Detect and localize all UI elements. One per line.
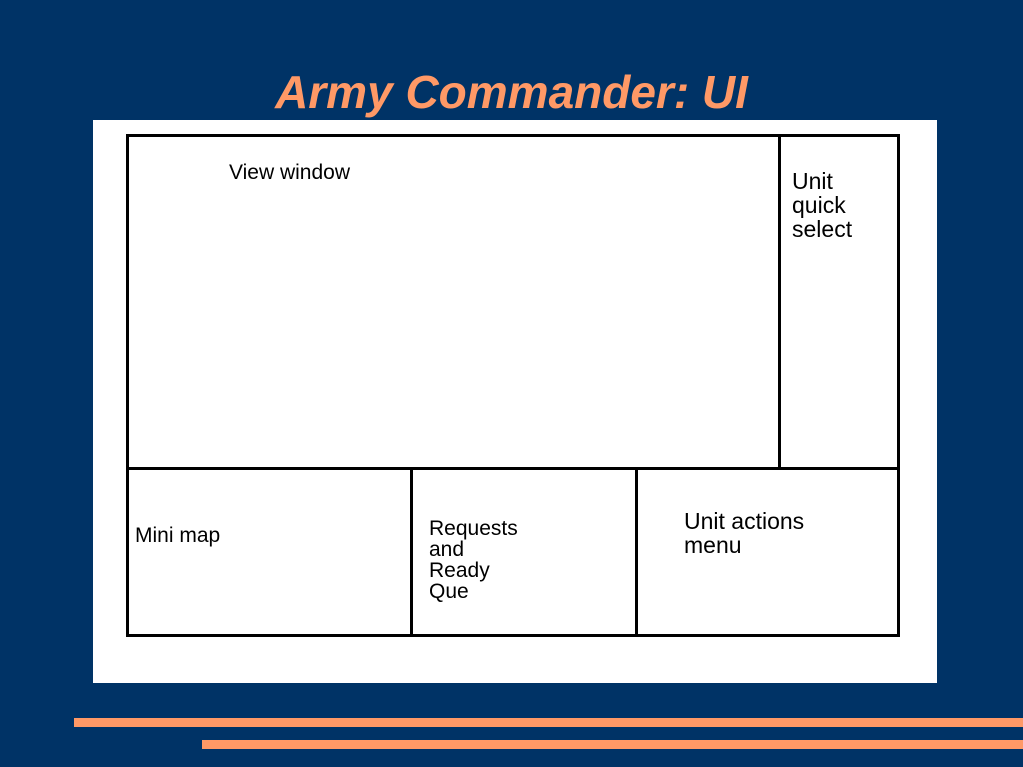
ui-layout-frame: View window Unit quick select Mini map R… (126, 134, 900, 637)
requests-divider (635, 470, 638, 634)
view-window-label: View window (229, 161, 351, 184)
slide-title: Army Commander: UI (275, 66, 748, 118)
unit-quick-select-label: Unit quick select (792, 169, 852, 241)
unit-actions-menu-line: Unit actions (684, 508, 805, 534)
unit-quick-select-line: Unit (792, 168, 833, 194)
horizontal-divider (129, 467, 897, 470)
requests-ready-que-line: and (429, 538, 465, 561)
requests-ready-que-label: Requests and Ready Que (429, 518, 518, 602)
mini-map-divider (410, 470, 413, 634)
requests-ready-que-line: Ready (429, 559, 490, 582)
quick-select-divider (778, 137, 781, 467)
accent-stripe-top (74, 718, 1023, 727)
requests-ready-que-line: Requests (429, 517, 518, 540)
unit-actions-menu-line: menu (684, 532, 742, 558)
requests-ready-que-line: Que (429, 580, 469, 603)
unit-actions-menu-label: Unit actions menu (684, 509, 804, 557)
diagram-canvas: View window Unit quick select Mini map R… (93, 120, 937, 683)
unit-quick-select-line: select (792, 216, 853, 242)
mini-map-label: Mini map (135, 524, 221, 547)
accent-stripe-bottom (202, 740, 1023, 749)
unit-quick-select-line: quick (792, 192, 846, 218)
